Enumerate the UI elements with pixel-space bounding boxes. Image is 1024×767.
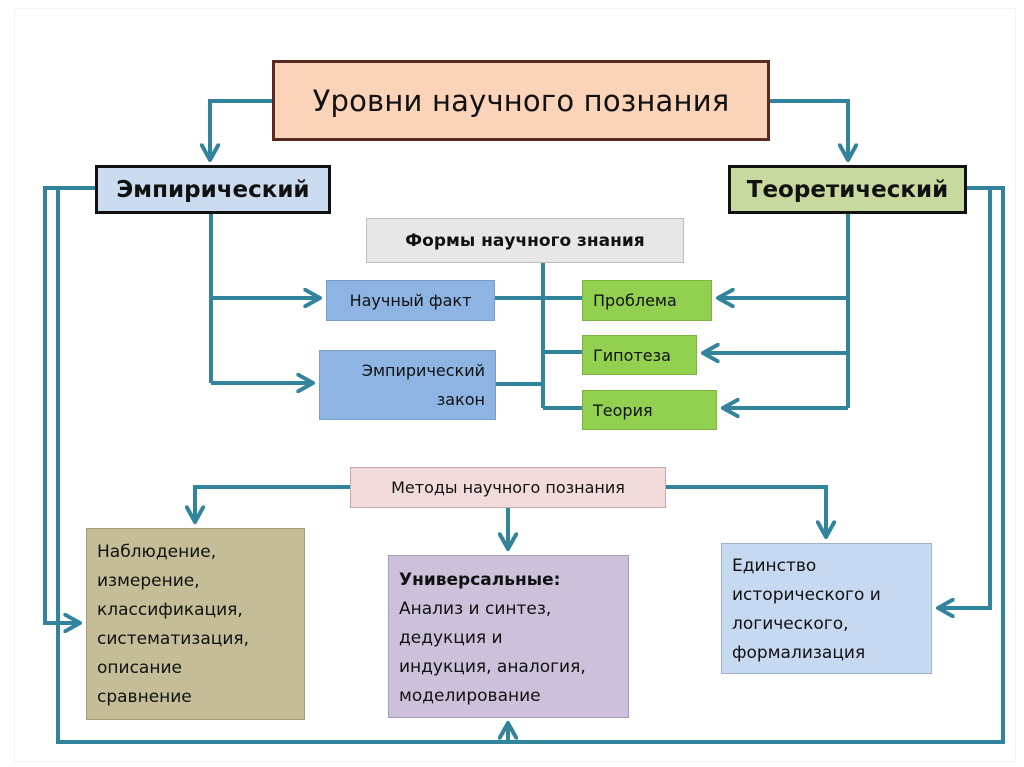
form-hypothesis: Гипотеза <box>582 335 697 375</box>
diagram-title-text: Уровни научного познания <box>312 83 730 118</box>
theoretical-method-item: логического, <box>732 614 849 634</box>
form-theory: Теория <box>582 390 717 430</box>
methods-header-label: Методы научного познания <box>391 478 625 497</box>
theoretical-method-item: исторического и <box>732 585 881 605</box>
empirical-method-item: систематизация, <box>97 629 250 649</box>
theoretical-method-item: формализация <box>732 643 866 663</box>
forms-header-label: Формы научного знания <box>405 230 645 251</box>
empirical-method-item: сравнение <box>97 687 192 707</box>
universal-methods-box: Универсальные: Анализ и синтез, дедукция… <box>388 555 629 718</box>
form-scientific-fact: Научный факт <box>326 280 495 321</box>
methods-header: Методы научного познания <box>350 467 666 508</box>
empirical-method-item: описание <box>97 658 182 678</box>
level-empirical-label: Эмпирический <box>116 176 310 203</box>
connector-empirical-bottom-loop <box>56 186 1005 744</box>
connector-methods-left <box>195 485 350 522</box>
empirical-method-item: измерение, <box>97 571 200 591</box>
theoretical-method-item: Единство <box>732 556 817 576</box>
universal-method-item: дедукция и <box>399 628 503 648</box>
form-empirical-law-line: Эмпирический <box>361 361 485 380</box>
level-theoretical: Теоретический <box>728 165 967 214</box>
diagram-title: Уровни научного познания <box>272 60 770 141</box>
connector-title-to-theoretical <box>770 99 848 160</box>
level-theoretical-label: Теоретический <box>746 176 949 203</box>
forms-header: Формы научного знания <box>366 218 684 263</box>
empirical-method-item: Наблюдение, <box>97 542 217 562</box>
connector-theoretical-to-lblue <box>938 186 992 608</box>
connector-title-to-empirical <box>210 99 272 160</box>
universal-method-item: моделирование <box>399 686 541 706</box>
level-empirical: Эмпирический <box>95 165 331 214</box>
connector-methods-right <box>666 485 826 537</box>
form-empirical-law-line: закон <box>436 390 485 409</box>
theoretical-methods-box: Единство исторического и логического, фо… <box>721 543 932 674</box>
form-problem-label: Проблема <box>593 291 677 310</box>
universal-method-item: индукция, аналогия, <box>399 657 586 677</box>
universal-methods-heading: Универсальные: <box>399 570 561 590</box>
form-empirical-law: Эмпирический закон <box>319 350 496 420</box>
form-hypothesis-label: Гипотеза <box>593 345 671 365</box>
form-scientific-fact-label: Научный факт <box>349 291 472 310</box>
universal-method-item: Анализ и синтез, <box>399 599 552 619</box>
form-theory-label: Теория <box>593 400 653 420</box>
empirical-methods-box: Наблюдение, измерение, классификация, си… <box>86 528 305 720</box>
form-problem: Проблема <box>582 280 712 321</box>
empirical-method-item: классификация, <box>97 600 243 620</box>
